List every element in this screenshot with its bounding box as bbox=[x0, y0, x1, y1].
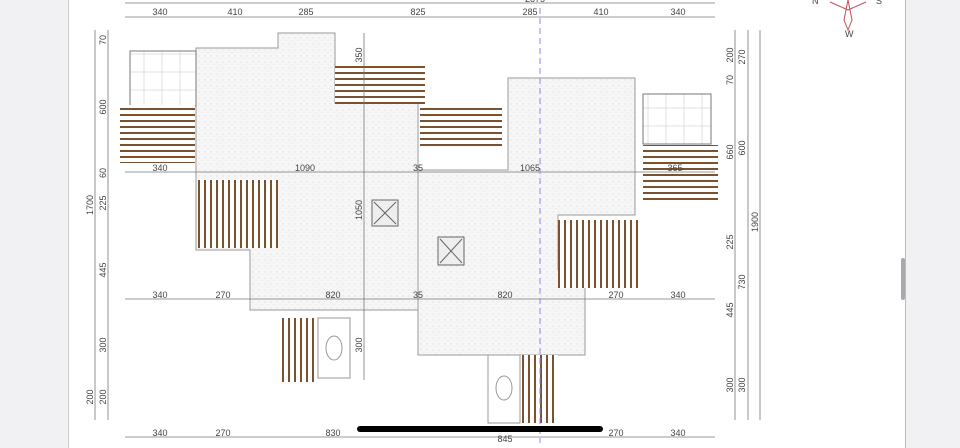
compass-rose-icon: N S W bbox=[812, 0, 882, 39]
svg-text:340: 340 bbox=[670, 290, 685, 300]
compass-label: W bbox=[845, 29, 854, 39]
svg-text:285: 285 bbox=[298, 7, 313, 17]
svg-text:340: 340 bbox=[152, 428, 167, 438]
svg-text:70: 70 bbox=[725, 75, 735, 85]
svg-text:60: 60 bbox=[98, 168, 108, 178]
svg-text:70: 70 bbox=[98, 35, 108, 45]
svg-text:340: 340 bbox=[152, 163, 167, 173]
svg-text:270: 270 bbox=[215, 290, 230, 300]
svg-text:35: 35 bbox=[413, 163, 423, 173]
svg-text:270: 270 bbox=[215, 428, 230, 438]
tile-area bbox=[642, 93, 712, 145]
svg-text:300: 300 bbox=[725, 377, 735, 392]
svg-text:1050: 1050 bbox=[354, 200, 364, 220]
svg-text:350: 350 bbox=[354, 47, 364, 62]
svg-text:1090: 1090 bbox=[295, 163, 315, 173]
table-chairs bbox=[317, 317, 521, 424]
svg-text:270: 270 bbox=[737, 49, 747, 64]
svg-text:285: 285 bbox=[522, 7, 537, 17]
svg-text:225: 225 bbox=[98, 195, 108, 210]
svg-text:820: 820 bbox=[497, 290, 512, 300]
svg-text:270: 270 bbox=[608, 428, 623, 438]
dimension-labels: 2875 340 410 285 825 285 410 340 340 109… bbox=[85, 0, 760, 443]
vertical-scrollbar[interactable] bbox=[901, 258, 905, 300]
svg-text:410: 410 bbox=[593, 7, 608, 17]
svg-text:300: 300 bbox=[354, 337, 364, 352]
svg-text:340: 340 bbox=[670, 7, 685, 17]
svg-text:200: 200 bbox=[725, 47, 735, 62]
svg-text:445: 445 bbox=[725, 302, 735, 317]
svg-text:600: 600 bbox=[737, 140, 747, 155]
svg-text:730: 730 bbox=[737, 274, 747, 289]
dimension-lines bbox=[94, 2, 761, 438]
svg-text:830: 830 bbox=[325, 428, 340, 438]
svg-text:1065: 1065 bbox=[520, 163, 540, 173]
svg-text:340: 340 bbox=[670, 428, 685, 438]
svg-text:845: 845 bbox=[497, 434, 512, 443]
svg-text:410: 410 bbox=[227, 7, 242, 17]
svg-text:1700: 1700 bbox=[85, 195, 95, 215]
svg-text:600: 600 bbox=[98, 99, 108, 114]
svg-text:340: 340 bbox=[152, 290, 167, 300]
svg-text:660: 660 bbox=[725, 144, 735, 159]
svg-text:300: 300 bbox=[98, 337, 108, 352]
svg-text:2875: 2875 bbox=[525, 0, 545, 4]
decking bbox=[120, 66, 718, 423]
svg-text:300: 300 bbox=[737, 377, 747, 392]
skylight bbox=[371, 199, 465, 266]
compass-label: N bbox=[812, 0, 819, 6]
svg-text:340: 340 bbox=[152, 7, 167, 17]
home-indicator[interactable] bbox=[357, 426, 603, 432]
svg-text:1900: 1900 bbox=[750, 212, 760, 232]
svg-text:445: 445 bbox=[98, 262, 108, 277]
svg-text:225: 225 bbox=[725, 234, 735, 249]
svg-text:200: 200 bbox=[85, 389, 95, 404]
compass-label: S bbox=[876, 0, 882, 6]
tile-area bbox=[129, 50, 197, 107]
svg-text:365: 365 bbox=[667, 163, 682, 173]
svg-text:35: 35 bbox=[413, 290, 423, 300]
svg-text:820: 820 bbox=[325, 290, 340, 300]
svg-text:270: 270 bbox=[608, 290, 623, 300]
svg-text:825: 825 bbox=[410, 7, 425, 17]
svg-text:200: 200 bbox=[98, 389, 108, 404]
